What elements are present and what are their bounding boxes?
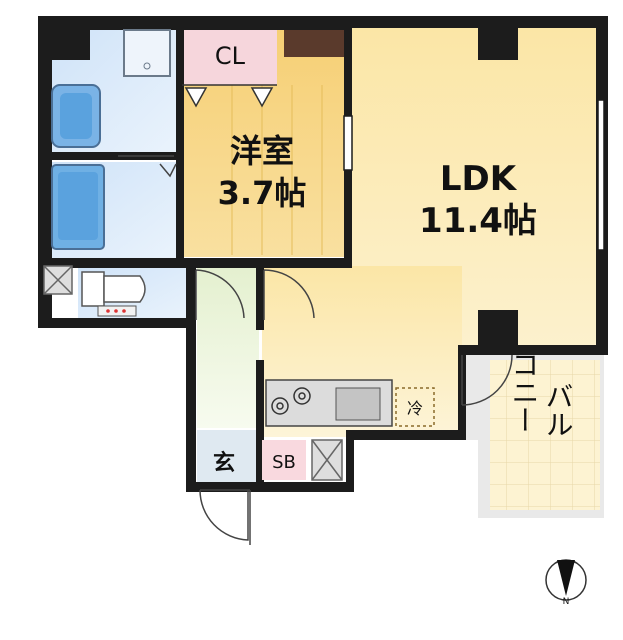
entrance-label: 玄	[213, 450, 235, 476]
balcony-label-line2: コニー	[508, 350, 541, 434]
kitchen-counter	[265, 379, 393, 427]
entrance-floor	[197, 430, 259, 482]
fridge-label: 冷	[407, 399, 423, 418]
balcony-tiles	[490, 360, 600, 510]
toilet	[81, 271, 146, 317]
closet-floor	[182, 27, 277, 85]
ldk-name: LDK	[440, 159, 518, 199]
balcony-label-line1: バル	[542, 382, 575, 438]
compass-label: N	[563, 597, 570, 607]
compass	[545, 559, 587, 601]
storage-block	[284, 27, 344, 57]
ldk-size: 11.4帖	[419, 201, 537, 241]
shoe-box-label: SB	[272, 452, 296, 473]
western-room-size: 3.7帖	[218, 174, 307, 212]
shoe-box-bg	[262, 440, 306, 480]
closet-label: CL	[215, 42, 246, 70]
western-room-name: 洋室	[230, 132, 294, 170]
fridge-space	[395, 387, 435, 427]
corridor-floor	[197, 266, 259, 428]
shower-unit	[123, 29, 171, 77]
